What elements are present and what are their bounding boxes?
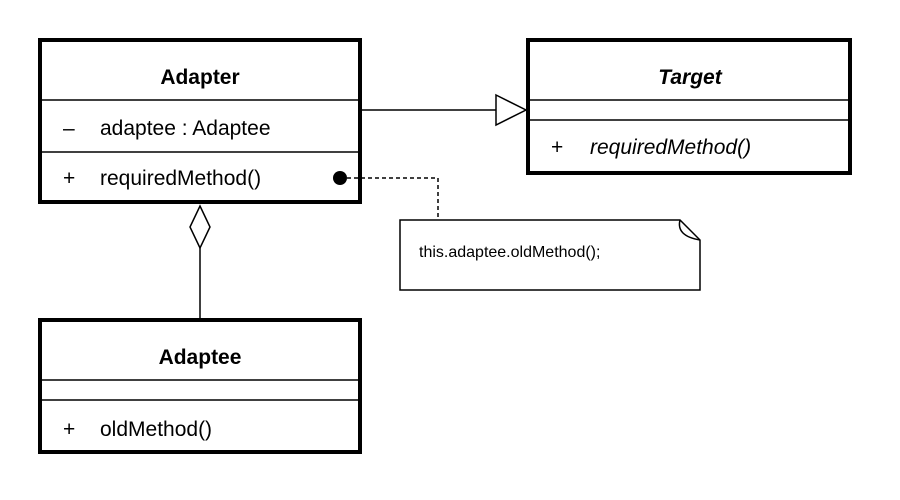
- realization-arrow[interactable]: [362, 93, 528, 127]
- note-shape: [399, 219, 701, 291]
- hollow-diamond-icon: [189, 204, 211, 250]
- class-target-box: [526, 38, 852, 175]
- class-adaptee-name: Adaptee: [159, 346, 242, 369]
- class-adapter-name: Adapter: [160, 66, 239, 89]
- target-method-visibility: +: [551, 136, 563, 159]
- hollow-triangle-arrowhead-icon: [495, 93, 528, 127]
- aggregation-link[interactable]: [189, 204, 211, 318]
- class-adapter-box: [38, 38, 362, 204]
- note-text: this.adaptee.oldMethod();: [419, 244, 600, 261]
- adaptee-method-visibility: +: [63, 418, 75, 441]
- adaptee-method-old-method: oldMethod(): [100, 418, 212, 441]
- class-adaptee-box: [38, 318, 362, 454]
- note-dotted-line: [347, 177, 439, 220]
- adapter-attribute-visibility: –: [63, 117, 75, 140]
- class-adaptee[interactable]: Adaptee + oldMethod(): [38, 318, 362, 454]
- class-target[interactable]: Target + requiredMethod(): [526, 38, 852, 175]
- note-anchor-dot-icon: [333, 171, 347, 185]
- note-connector: [333, 171, 439, 220]
- note-folded-corner-icon: [678, 219, 701, 241]
- note[interactable]: this.adaptee.oldMethod();: [399, 219, 701, 291]
- adapter-method-visibility: +: [63, 167, 75, 190]
- adapter-attribute-adaptee: adaptee : Adaptee: [100, 117, 271, 140]
- target-method-required-method: requiredMethod(): [590, 136, 751, 159]
- adapter-method-required-method: requiredMethod(): [100, 167, 261, 190]
- class-target-name: Target: [658, 66, 722, 89]
- class-adapter[interactable]: Adapter – adaptee : Adaptee + requiredMe…: [38, 38, 362, 204]
